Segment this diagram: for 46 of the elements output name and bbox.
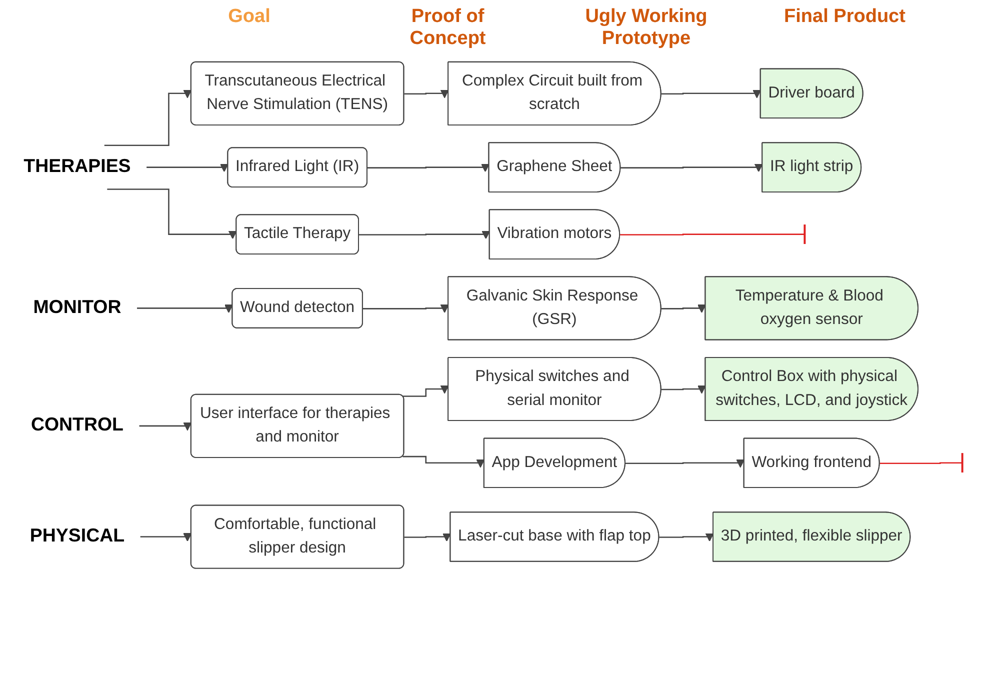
arrow xyxy=(137,304,234,313)
arrow xyxy=(402,385,449,397)
column-heading: Final Product xyxy=(783,6,906,29)
process-box: Transcutaneous Electrical Nerve Stimulation (TENS) xyxy=(190,61,404,126)
arrow xyxy=(402,456,485,468)
arrow xyxy=(404,89,449,98)
arrow xyxy=(620,163,763,172)
row-heading: THERAPIES xyxy=(24,156,131,177)
arrow xyxy=(404,532,452,542)
arrow xyxy=(139,422,192,431)
process-box: Tactile Therapy xyxy=(236,214,359,254)
arrow xyxy=(104,89,192,146)
arrow xyxy=(140,532,192,542)
arrow xyxy=(367,163,490,172)
arrow xyxy=(659,532,714,542)
process-box: Working frontend xyxy=(743,438,880,488)
process-box: Complex Circuit built from scratch xyxy=(448,61,662,126)
process-box: User interface for therapies and monitor xyxy=(190,394,404,458)
process-box: IR light strip xyxy=(762,142,862,192)
arrow xyxy=(362,304,449,313)
column-heading: Proof of Concept xyxy=(408,6,487,51)
process-box: Physical switches and serial monitor xyxy=(448,356,662,421)
row-heading: PHYSICAL xyxy=(30,526,125,546)
row-heading: CONTROL xyxy=(30,414,124,436)
process-box: 3D printed, flexible slipper xyxy=(712,512,911,562)
arrow xyxy=(661,90,762,98)
arrow xyxy=(358,230,490,240)
process-box: Infrared Light (IR) xyxy=(227,147,368,188)
arrow xyxy=(625,459,745,468)
process-box: App Development xyxy=(483,438,626,488)
process-box: Temperature & Blood oxygen sensor xyxy=(704,276,918,340)
process-box: Comfortable, functional slipper design xyxy=(190,504,404,569)
arrow xyxy=(146,163,229,172)
process-box: Laser-cut base with flap top xyxy=(450,512,660,562)
arrow xyxy=(661,385,706,394)
arrow xyxy=(107,188,237,240)
arrow xyxy=(661,304,706,313)
column-heading: Goal xyxy=(227,6,272,29)
process-box: Graphene Sheet xyxy=(488,142,621,192)
process-box: Wound detecton xyxy=(232,288,363,328)
row-heading: MONITOR xyxy=(33,297,122,318)
process-box: Driver board xyxy=(760,68,864,119)
process-box: Control Box with physical switches, LCD, and joystick xyxy=(704,356,918,421)
process-box: Vibration motors xyxy=(488,209,620,260)
column-heading: Ugly Working Prototype xyxy=(584,6,708,51)
process-box: Galvanic Skin Response (GSR) xyxy=(448,276,662,340)
